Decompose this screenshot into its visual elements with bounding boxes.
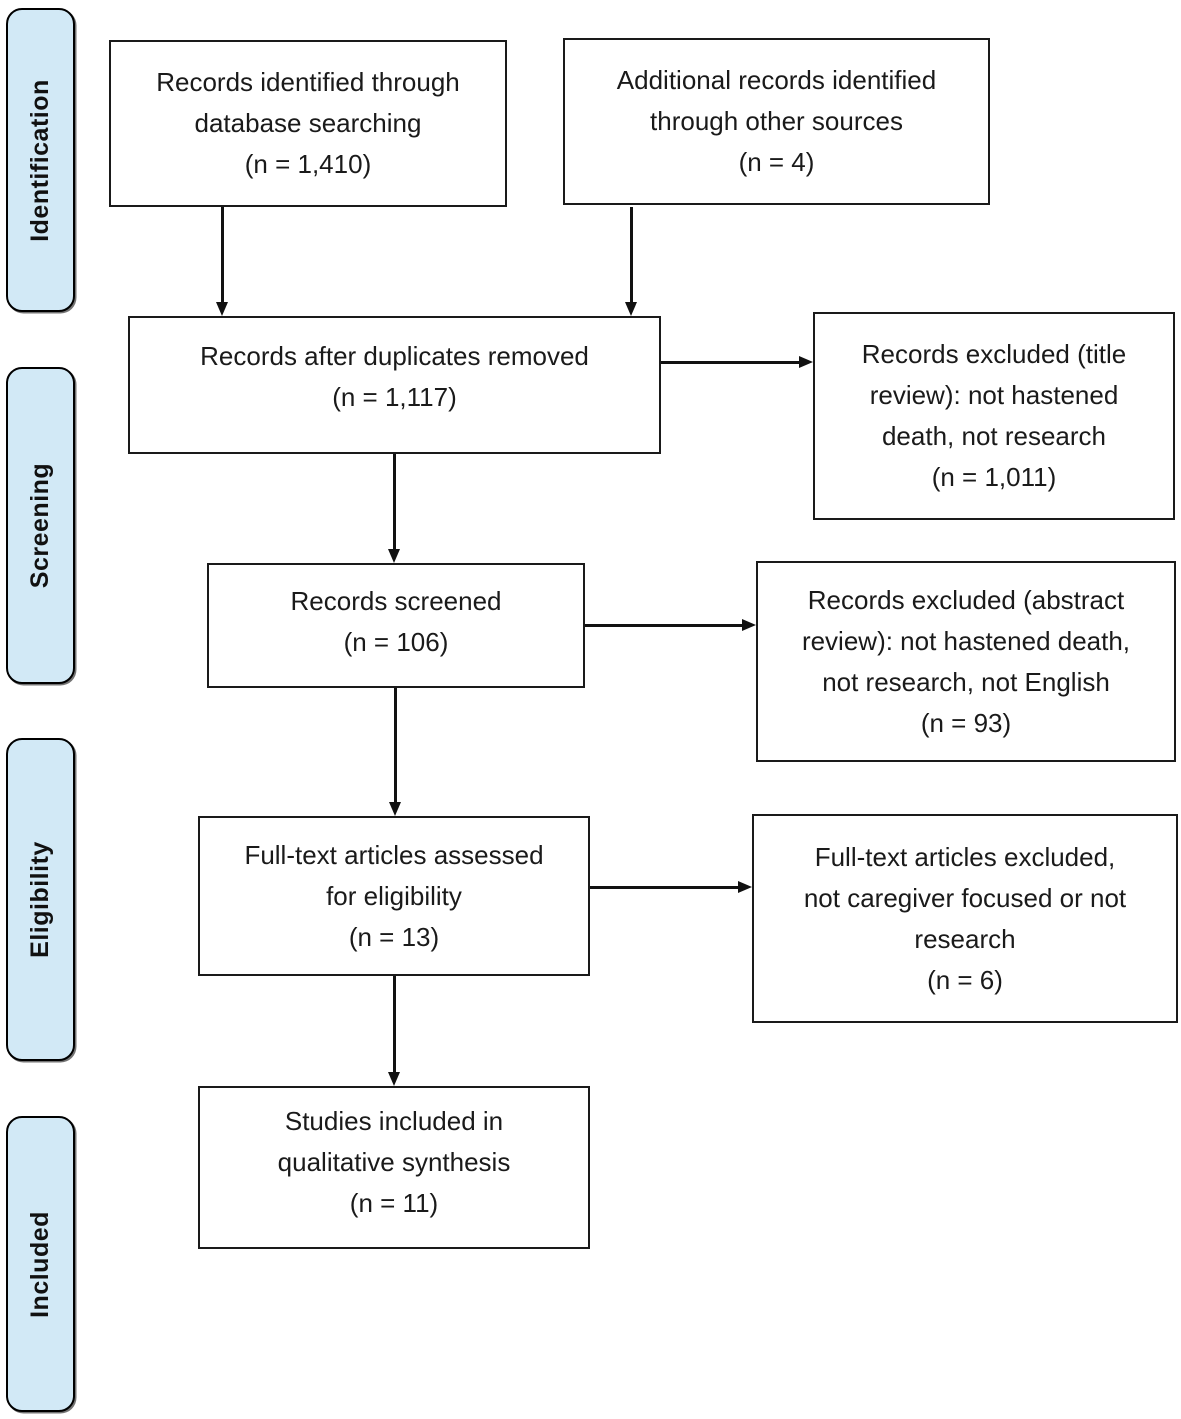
box-fulltext-excluded: Full-text articles excluded, not caregiv…: [752, 814, 1178, 1023]
arrowhead-down-icon: [624, 302, 637, 316]
box-records-identified: Records identified through database sear…: [109, 40, 507, 207]
box-text-line: for eligibility: [326, 880, 462, 911]
arrow-line-screened-to-fulltext: [393, 688, 397, 802]
arrow-line-identified-to-duplicates: [220, 207, 224, 302]
box-text-line: (n = 13): [348, 921, 440, 952]
box-text-line: (n = 93): [920, 707, 1012, 738]
box-text-line: review): not hastened death,: [801, 625, 1131, 656]
stage-label-identification: Identification: [26, 78, 54, 242]
box-text-line: Records after duplicates removed: [200, 341, 589, 371]
box-records-screened: Records screened (n = 106): [207, 563, 585, 688]
box-text-line: review): not hastened: [869, 380, 1119, 410]
box-fulltext-assessed: Full-text articles assessed for eligibil…: [198, 816, 590, 976]
arrow-line-duplicates-to-screened: [392, 454, 396, 549]
box-text-line: (n = 1,117): [332, 382, 457, 412]
stage-tab-identification: Identification: [6, 8, 75, 312]
arrowhead-right-icon: [799, 355, 813, 368]
arrowhead-right-icon: [738, 880, 752, 893]
stage-label-included: Included: [26, 1210, 55, 1318]
box-text-line: death, not research: [881, 421, 1107, 451]
arrowhead-down-icon: [387, 1072, 400, 1086]
stage-tab-screening: Screening: [6, 367, 75, 684]
box-studies-included: Studies included in qualitative synthesi…: [198, 1086, 590, 1249]
stage-tab-included: Included: [6, 1116, 75, 1412]
box-text-line: Full-text articles excluded,: [814, 841, 1116, 872]
box-additional-records: Additional records identified through ot…: [563, 38, 990, 205]
arrowhead-right-icon: [742, 618, 756, 631]
box-records-excluded-title-review: Records excluded (title review): not has…: [813, 312, 1175, 520]
arrowhead-down-icon: [387, 549, 400, 563]
arrow-line-screened-to-excluded-abstract: [585, 623, 742, 627]
box-text-line: database searching: [194, 108, 422, 138]
box-text-line: through other sources: [650, 106, 903, 136]
stage-label-eligibility: Eligibility: [26, 841, 54, 958]
arrow-line-fulltext-to-included: [392, 976, 396, 1072]
arrow-line-fulltext-to-fulltext-excluded: [590, 885, 738, 889]
stage-label-screening: Screening: [26, 462, 54, 589]
arrow-line-duplicates-to-excluded-title: [661, 360, 799, 364]
box-text-line: (n = 1,410): [244, 149, 372, 179]
box-text-line: Records screened: [290, 585, 502, 616]
box-text-line: (n = 11): [349, 1188, 439, 1218]
box-text-line: Records identified through: [156, 67, 460, 97]
box-text-line: research: [914, 923, 1016, 954]
stage-tab-eligibility: Eligibility: [6, 738, 75, 1061]
box-text-line: Records excluded (title: [861, 339, 1127, 369]
box-text-line: (n = 106): [343, 626, 449, 657]
box-records-excluded-abstract-review: Records excluded (abstract review): not …: [756, 561, 1176, 762]
box-text-line: not caregiver focused or not: [803, 882, 1127, 913]
box-text-line: (n = 1,011): [931, 462, 1057, 492]
arrow-line-additional-to-duplicates: [629, 207, 633, 302]
box-text-line: not research, not English: [822, 666, 1110, 697]
arrowhead-down-icon: [215, 302, 228, 316]
box-text-line: Full-text articles assessed: [244, 839, 544, 870]
box-text-line: qualitative synthesis: [277, 1147, 511, 1177]
box-records-after-duplicates: Records after duplicates removed (n = 1,…: [128, 316, 661, 454]
box-text-line: (n = 6): [927, 964, 1003, 995]
box-text-line: Records excluded (abstract: [807, 584, 1125, 615]
arrowhead-down-icon: [388, 802, 401, 816]
box-text-line: (n = 4): [738, 147, 815, 177]
box-text-line: Studies included in: [284, 1106, 504, 1136]
box-text-line: Additional records identified: [616, 65, 937, 95]
